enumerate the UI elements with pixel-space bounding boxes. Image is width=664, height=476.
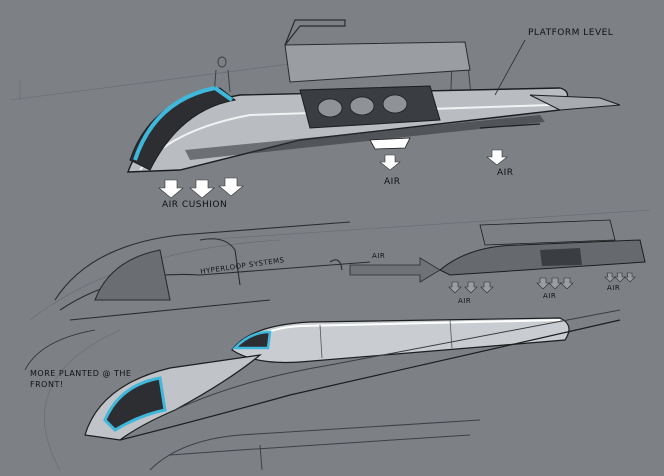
main-pod [126, 19, 621, 173]
air-label-3: Air [458, 297, 472, 305]
air-cushion-label: Air Cushion [162, 200, 228, 210]
front-pod [84, 309, 621, 441]
hyperloop-systems-pod [54, 221, 371, 321]
air-label-4: Air [543, 292, 557, 300]
side-view-pod [349, 219, 646, 283]
air-label-1: Air [384, 177, 401, 187]
air-flow-arrow [349, 257, 441, 283]
air-label-2: Air [497, 168, 514, 178]
air-cushion-arrows [158, 149, 508, 199]
platform-level-label: Platform Level [528, 28, 614, 38]
air-flow-label: Air [372, 252, 386, 260]
silver-pod [231, 317, 570, 364]
air-label-5: Air [607, 284, 621, 292]
note-label: More planted @ the front! [30, 369, 132, 389]
faint-pod [149, 419, 481, 471]
